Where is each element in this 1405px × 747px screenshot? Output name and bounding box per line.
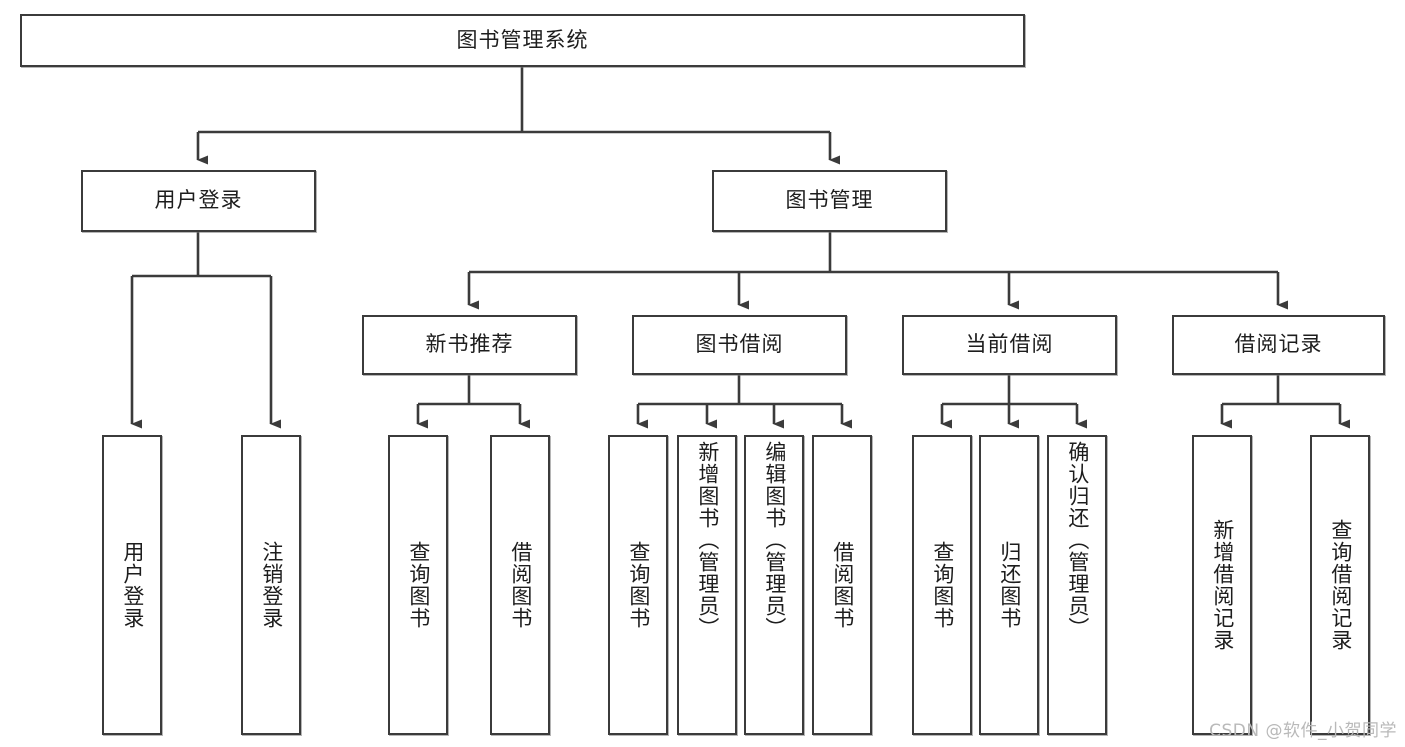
node-book-manage-label: 图书管理 bbox=[785, 188, 874, 213]
node-current-borrow-label: 当前借阅 bbox=[965, 332, 1054, 357]
node-book-borrow[interactable]: 图书借阅 bbox=[632, 315, 847, 375]
node-user-login[interactable]: 用户登录 bbox=[81, 170, 316, 232]
node-leaf-query-book-1-label: 查询图书 bbox=[406, 541, 431, 629]
node-book-borrow-label: 图书借阅 bbox=[695, 332, 784, 357]
node-leaf-add-book[interactable]: 新增图书（管理员） bbox=[677, 435, 737, 735]
node-book-manage[interactable]: 图书管理 bbox=[712, 170, 947, 232]
node-leaf-confirm-return[interactable]: 确认归还（管理员） bbox=[1047, 435, 1107, 735]
node-leaf-return-book[interactable]: 归还图书 bbox=[979, 435, 1039, 735]
node-leaf-query-book-1[interactable]: 查询图书 bbox=[388, 435, 448, 735]
node-leaf-logout-login-label: 注销登录 bbox=[259, 541, 284, 629]
node-leaf-query-record-label: 查询借阅记录 bbox=[1328, 519, 1353, 651]
node-leaf-query-book-2-label: 查询图书 bbox=[626, 541, 651, 629]
node-leaf-edit-book-label: 编辑图书（管理员） bbox=[762, 441, 787, 639]
node-leaf-return-book-label: 归还图书 bbox=[997, 541, 1022, 629]
node-leaf-borrow-book-1[interactable]: 借阅图书 bbox=[490, 435, 550, 735]
node-leaf-user-login-label: 用户登录 bbox=[120, 541, 145, 629]
node-leaf-query-book-3-label: 查询图书 bbox=[930, 541, 955, 629]
node-leaf-confirm-return-label: 确认归还（管理员） bbox=[1065, 441, 1090, 639]
watermark-text: CSDN @软件_小贺同学 bbox=[1209, 721, 1397, 741]
node-leaf-borrow-book-2[interactable]: 借阅图书 bbox=[812, 435, 872, 735]
node-borrow-record-label: 借阅记录 bbox=[1234, 332, 1323, 357]
node-leaf-borrow-book-2-label: 借阅图书 bbox=[830, 541, 855, 629]
node-user-login-label: 用户登录 bbox=[154, 188, 243, 213]
node-leaf-add-record-label: 新增借阅记录 bbox=[1210, 519, 1235, 651]
node-leaf-logout-login[interactable]: 注销登录 bbox=[241, 435, 301, 735]
node-leaf-query-record[interactable]: 查询借阅记录 bbox=[1310, 435, 1370, 735]
node-leaf-query-book-3[interactable]: 查询图书 bbox=[912, 435, 972, 735]
node-leaf-add-record[interactable]: 新增借阅记录 bbox=[1192, 435, 1252, 735]
node-leaf-edit-book[interactable]: 编辑图书（管理员） bbox=[744, 435, 804, 735]
node-new-book-recommend[interactable]: 新书推荐 bbox=[362, 315, 577, 375]
node-leaf-query-book-2[interactable]: 查询图书 bbox=[608, 435, 668, 735]
node-leaf-add-book-label: 新增图书（管理员） bbox=[695, 441, 720, 639]
node-current-borrow[interactable]: 当前借阅 bbox=[902, 315, 1117, 375]
node-root-label: 图书管理系统 bbox=[456, 27, 589, 52]
node-borrow-record[interactable]: 借阅记录 bbox=[1172, 315, 1385, 375]
node-leaf-borrow-book-1-label: 借阅图书 bbox=[508, 541, 533, 629]
node-root[interactable]: 图书管理系统 bbox=[20, 14, 1025, 67]
node-leaf-user-login[interactable]: 用户登录 bbox=[102, 435, 162, 735]
node-new-book-recommend-label: 新书推荐 bbox=[425, 332, 514, 357]
